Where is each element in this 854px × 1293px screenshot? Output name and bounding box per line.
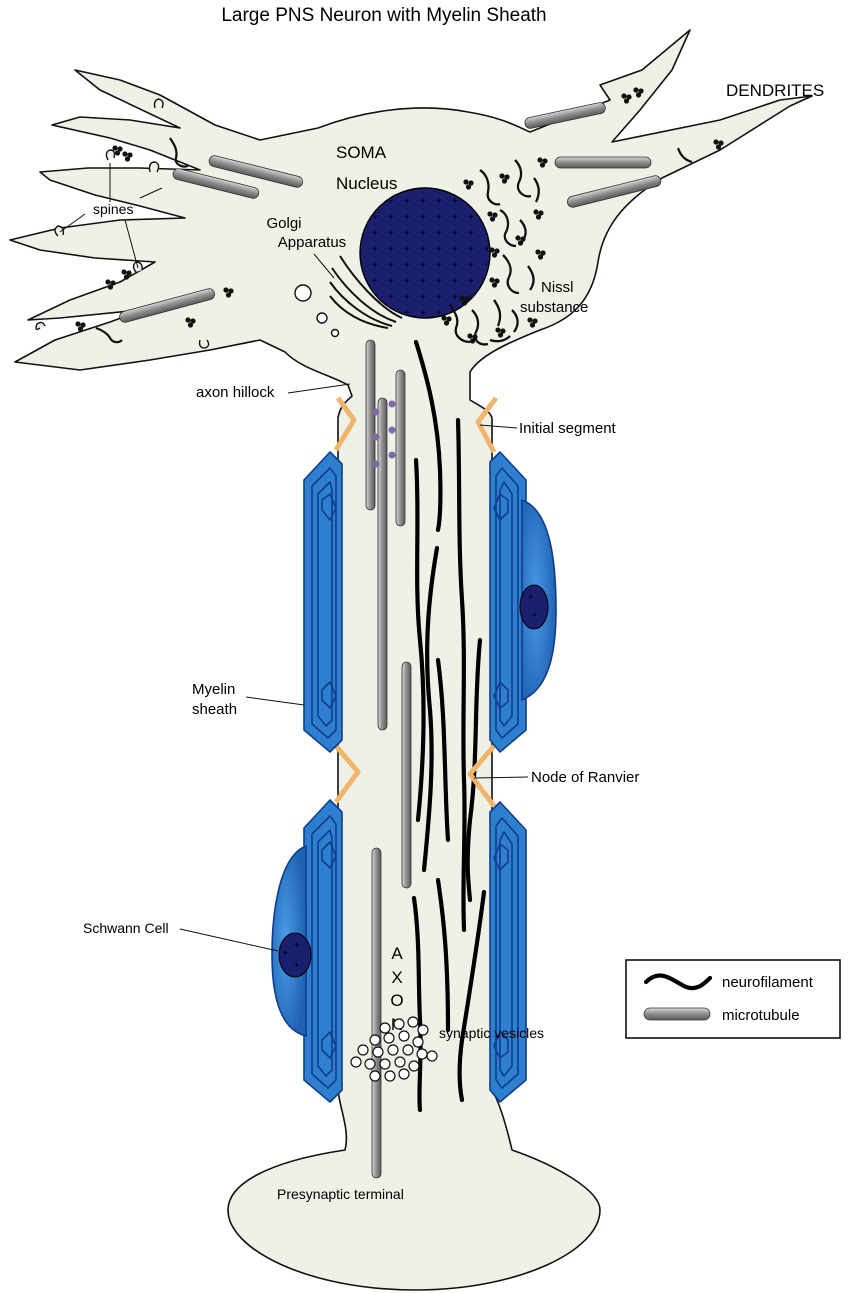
initial-segment-membrane xyxy=(333,396,498,454)
rough-er-dendrites xyxy=(95,137,693,344)
neurofilament-legend-icon xyxy=(643,973,713,991)
microtubule-legend-icon xyxy=(643,1007,711,1021)
legend-microtubule-label: microtubule xyxy=(722,1007,800,1024)
axon-neurofilaments xyxy=(411,339,487,1113)
golgi-vesicle xyxy=(330,328,340,338)
schwann-nucleus-upper xyxy=(519,584,549,630)
hillock-vesicles xyxy=(372,400,396,468)
axon-letter: X xyxy=(391,968,402,987)
myelin-label-1: Myelin xyxy=(192,681,235,698)
golgi-leader-line xyxy=(313,253,335,279)
axon-microtubules xyxy=(365,339,412,1179)
myelin-leader xyxy=(245,696,305,706)
nissl-label-2: substance xyxy=(520,299,588,316)
svg-text:+: + xyxy=(294,960,299,970)
legend-box xyxy=(625,959,841,1039)
presynaptic-terminal-label: Presynaptic terminal xyxy=(277,1186,404,1202)
golgi-label-1: Golgi xyxy=(266,215,301,232)
legend-neurofilament-label: neurofilament xyxy=(722,974,814,991)
golgi-label-2: Apparatus xyxy=(278,234,346,251)
nucleus-label: Nucleus xyxy=(336,174,397,193)
golgi-vesicle xyxy=(294,284,312,302)
axon-hillock-leader xyxy=(287,383,351,394)
nissl-substance xyxy=(448,159,540,346)
myelin-label-2: sheath xyxy=(192,701,237,718)
dendrite-microtubules xyxy=(119,102,662,323)
dendritic-spines xyxy=(35,98,210,349)
myelin-sheath-lower-right xyxy=(489,801,527,1103)
soma-label: SOMA xyxy=(336,143,387,162)
svg-text:+: + xyxy=(283,948,288,958)
nissl-label-1: Nissl xyxy=(541,279,574,296)
myelin-sheath-upper-left xyxy=(303,451,343,753)
svg-text:+: + xyxy=(532,610,537,620)
node-of-ranvier-label: Node of Ranvier xyxy=(531,769,639,786)
initial-segment-label: Initial segment xyxy=(519,420,617,437)
schwann-cell-label: Schwann Cell xyxy=(83,920,169,936)
golgi-apparatus xyxy=(329,255,403,329)
spines-leader-lines xyxy=(59,163,163,269)
neuron-cytoplasm xyxy=(9,29,813,1291)
axon-letter: A xyxy=(391,944,403,963)
spines-label: spines xyxy=(93,201,133,217)
diagram-title: Large PNS Neuron with Myelin Sheath xyxy=(221,5,546,26)
schwann-nucleus-lower xyxy=(278,932,312,978)
node-of-ranvier-membrane xyxy=(333,744,496,808)
axon-hillock-label: axon hillock xyxy=(196,384,275,401)
golgi-vesicle xyxy=(316,312,328,324)
svg-text:+: + xyxy=(528,592,533,602)
myelin-sheath-lower-left xyxy=(303,799,343,1103)
myelin-sheath-upper-right xyxy=(489,451,527,753)
node-of-ranvier-leader xyxy=(473,776,529,779)
dendrites-label: DENDRITES xyxy=(726,81,824,100)
synaptic-vesicles-label: synaptic vesicles xyxy=(439,1025,544,1041)
synaptic-vesicles xyxy=(350,1016,438,1082)
legend: neurofilament microtubule xyxy=(625,959,841,1039)
initial-segment-leader xyxy=(479,424,518,429)
schwann-cell-leader xyxy=(179,928,279,952)
axon-letter: O xyxy=(390,991,403,1010)
svg-text:+: + xyxy=(294,940,299,950)
